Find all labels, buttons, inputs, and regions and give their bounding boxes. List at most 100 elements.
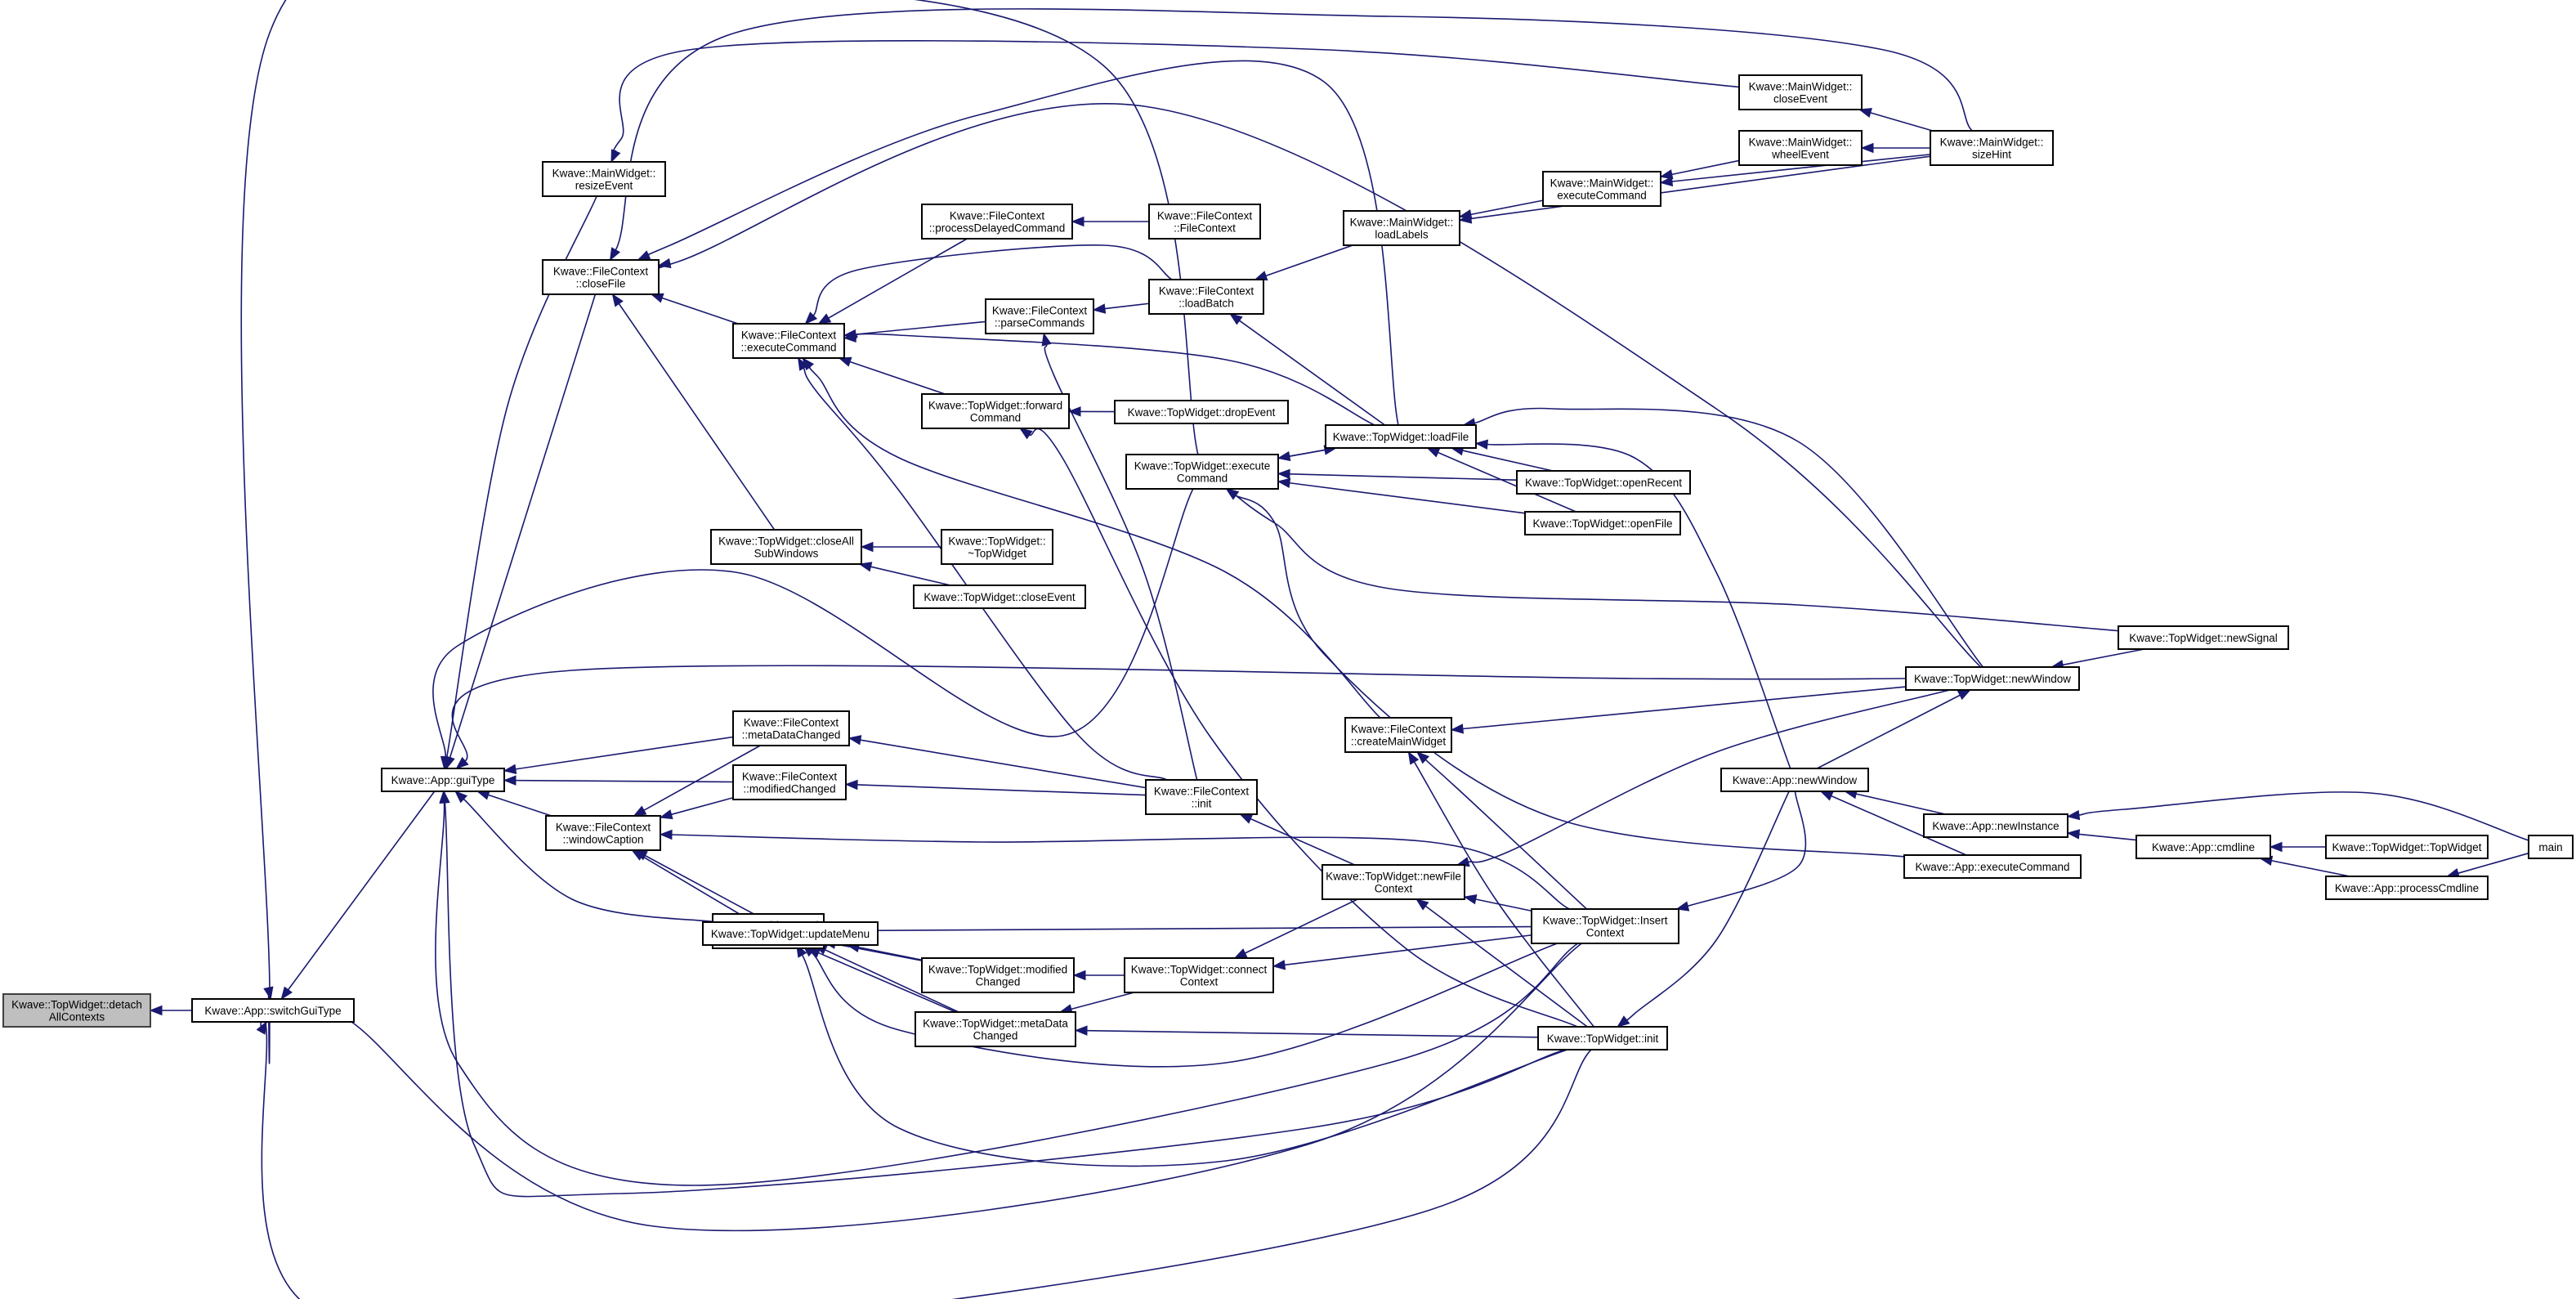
arrowhead-icon xyxy=(1092,303,1107,314)
node-label: main xyxy=(2538,841,2562,853)
arrowhead-icon xyxy=(1860,142,1874,154)
arrowhead-icon xyxy=(817,313,832,325)
node-box xyxy=(913,585,1086,609)
edge-twCtor-to-appCmdline xyxy=(2269,841,2326,853)
node-box xyxy=(1738,74,1863,110)
node-label: Changed xyxy=(973,1030,1018,1042)
node-label: Kwave::TopWidget::closeEvent xyxy=(924,591,1076,603)
node-box xyxy=(915,1011,1076,1047)
node-dropEvent[interactable]: Kwave::TopWidget::dropEvent xyxy=(1114,400,1289,424)
node-appNewInst[interactable]: Kwave::App::newInstance xyxy=(1923,813,2068,838)
edge-appNewWindow-to-newWindow xyxy=(1816,689,1971,769)
node-newSignal[interactable]: Kwave::TopWidget::newSignal xyxy=(2118,625,2289,650)
node-mwCloseEvent[interactable]: Kwave::MainWidget::closeEvent xyxy=(1738,74,1863,110)
arrowhead-icon xyxy=(1277,477,1291,488)
edge-newWindow-to-createMain xyxy=(1450,686,1907,734)
node-box xyxy=(1923,813,2068,838)
node-newWindow[interactable]: Kwave::TopWidget::newWindow xyxy=(1905,666,2080,691)
edge-insertCtx-to-connectCtx xyxy=(1272,934,1532,970)
node-label: Kwave::FileContext xyxy=(950,210,1045,222)
node-label: Kwave::FileContext xyxy=(741,329,837,342)
node-box xyxy=(1903,854,2082,879)
arrowhead-icon xyxy=(149,1005,163,1016)
arrowhead-icon xyxy=(1071,216,1085,227)
arrowhead-icon xyxy=(1957,689,1971,701)
node-box xyxy=(1148,204,1261,240)
node-twExecCmd[interactable]: Kwave::TopWidget::executeCommand xyxy=(1125,454,1279,490)
edge-fwdCmd-to-fcExecCmd xyxy=(838,356,946,395)
edge-appNewWindow-to-twInit xyxy=(1617,791,1790,1028)
node-loadFile[interactable]: Kwave::TopWidget::loadFile xyxy=(1325,424,1477,449)
node-label: Kwave::MainWidget:: xyxy=(1550,177,1654,190)
node-label: Kwave::TopWidget:: xyxy=(948,535,1045,548)
node-label: Kwave::TopWidget::openFile xyxy=(1532,517,1672,530)
edge-twCloseEvent-to-closeAllSub xyxy=(858,562,951,586)
arrowhead-icon xyxy=(280,986,293,1001)
node-createMain[interactable]: Kwave::FileContext::createMainWidget xyxy=(1344,717,1452,753)
node-appExecCmd[interactable]: Kwave::App::executeCommand xyxy=(1903,854,2082,879)
arrowhead-icon xyxy=(1474,439,1489,450)
node-box xyxy=(1738,130,1863,166)
node-label: Kwave::App::switchGuiType xyxy=(204,1005,341,1017)
node-fcExecCmd[interactable]: Kwave::FileContext::executeCommand xyxy=(732,323,845,359)
node-box xyxy=(1124,957,1274,993)
node-box xyxy=(2118,625,2289,650)
node-dtor[interactable]: Kwave::TopWidget::~TopWidget xyxy=(941,529,1053,565)
node-fcCtor[interactable]: Kwave::FileContext::FileContext xyxy=(1148,204,1261,240)
node-label: ::FileContext xyxy=(1174,222,1236,235)
node-mwLoadLabels[interactable]: Kwave::MainWidget::loadLabels xyxy=(1343,210,1460,246)
node-twInit[interactable]: Kwave::TopWidget::init xyxy=(1537,1026,1668,1050)
node-main[interactable]: main xyxy=(2528,835,2574,859)
node-openFile[interactable]: Kwave::TopWidget::openFile xyxy=(1524,511,1681,535)
node-box xyxy=(732,710,850,746)
node-twMetaChanged[interactable]: Kwave::TopWidget::metaDataChanged xyxy=(915,1011,1076,1047)
node-procDelayed[interactable]: Kwave::FileContext::processDelayedComman… xyxy=(921,204,1073,240)
node-closeFile[interactable]: Kwave::FileContext::closeFile xyxy=(542,259,660,295)
node-loadBatch[interactable]: Kwave::FileContext::loadBatch xyxy=(1148,279,1264,315)
node-mwWheel[interactable]: Kwave::MainWidget::wheelEvent xyxy=(1738,130,1863,166)
node-twCloseEvent[interactable]: Kwave::TopWidget::closeEvent xyxy=(913,585,1086,609)
edge-fcInit-to-modChanged xyxy=(844,779,1147,796)
node-box xyxy=(1720,768,1869,792)
edge-appCmdline-to-appNewInst xyxy=(2066,829,2137,841)
node-twCtor[interactable]: Kwave::TopWidget::TopWidget xyxy=(2325,835,2489,859)
arrowhead-icon xyxy=(1239,813,1254,824)
edge-updCaption-to-winCaption xyxy=(631,849,740,915)
node-procCmdline[interactable]: Kwave::App::processCmdline xyxy=(2325,876,2489,900)
node-appCmdline[interactable]: Kwave::App::cmdline xyxy=(2135,835,2271,859)
node-fcInit[interactable]: Kwave::FileContext::init xyxy=(1145,779,1258,815)
node-twModChanged[interactable]: Kwave::TopWidget::modifiedChanged xyxy=(921,957,1075,993)
arrowhead-icon xyxy=(1617,1015,1630,1028)
node-modChanged[interactable]: Kwave::FileContext::modifiedChanged xyxy=(732,764,847,800)
node-label: Kwave::App::guiType xyxy=(391,774,495,786)
node-updMenu[interactable]: Kwave::TopWidget::updateMenu xyxy=(702,921,879,946)
node-resizeEvent[interactable]: Kwave::MainWidget::resizeEvent xyxy=(542,161,666,197)
node-label: Kwave::TopWidget::newFile xyxy=(1326,871,1461,883)
node-appNewWindow[interactable]: Kwave::App::newWindow xyxy=(1720,768,1869,792)
node-openRecent[interactable]: Kwave::TopWidget::openRecent xyxy=(1516,470,1691,495)
node-parseCmds[interactable]: Kwave::FileContext::parseCommands xyxy=(985,298,1094,334)
node-mwExecCmd[interactable]: Kwave::MainWidget::executeCommand xyxy=(1542,171,1661,207)
node-winCaption[interactable]: Kwave::FileContext::windowCaption xyxy=(545,815,661,851)
edge-newFileCtx-to-fcInit xyxy=(1239,813,1355,866)
node-metaChanged[interactable]: Kwave::FileContext::metaDataChanged xyxy=(732,710,850,746)
node-label: AllContexts xyxy=(49,1011,105,1024)
node-guiType[interactable]: Kwave::App::guiType xyxy=(381,768,505,792)
edge-mwLoadLabels-to-loadBatch xyxy=(1254,244,1353,281)
node-label: Changed xyxy=(976,976,1021,988)
node-switchGui[interactable]: Kwave::App::switchGuiType xyxy=(191,998,355,1023)
edge-procDelayed-to-fcExecCmd xyxy=(817,238,968,325)
edge-appNewWindow-to-insertCtx xyxy=(1675,791,1807,912)
node-label: ::loadBatch xyxy=(1178,298,1234,310)
node-label: ::modifiedChanged xyxy=(743,783,835,795)
arrowhead-icon xyxy=(1277,468,1290,480)
node-mwSizeHint[interactable]: Kwave::MainWidget::sizeHint xyxy=(1930,130,2054,166)
node-box xyxy=(732,764,847,800)
edge-loadFile-to-closeFile xyxy=(637,60,1399,426)
